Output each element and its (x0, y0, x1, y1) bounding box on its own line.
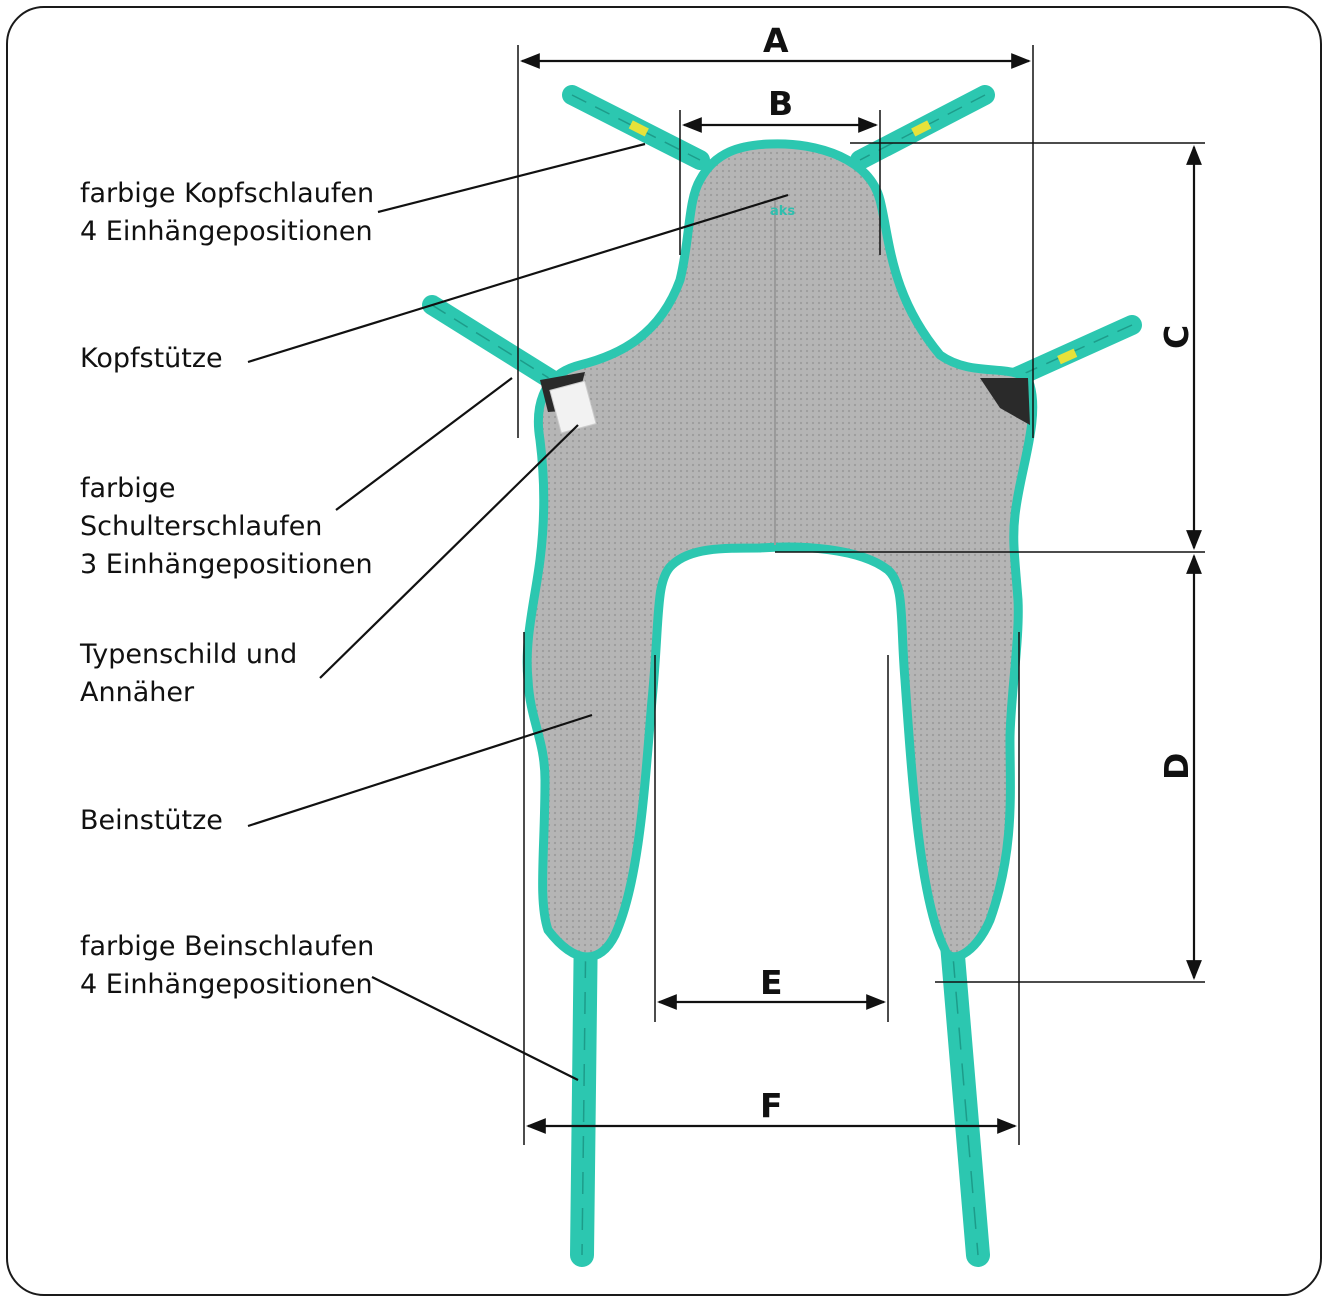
shoulder-loop-left (432, 305, 560, 385)
label-shoulder-loops: farbige Schulterschlaufen 3 Einhängeposi… (80, 470, 373, 584)
dimension-a-label: A (763, 21, 789, 60)
dimension-c-label: C (1157, 325, 1196, 349)
leader-head-loops (378, 144, 645, 212)
shoulder-loop-right (1010, 325, 1132, 380)
label-leg-support: Beinstütze (80, 802, 223, 840)
leader-leg-loops (372, 977, 578, 1080)
label-head-loops: farbige Kopfschlaufen 4 Einhängeposition… (80, 175, 374, 251)
label-type-label: Typenschild und Annäher (80, 636, 297, 712)
dimension-b-label: B (768, 84, 793, 123)
label-head-support: Kopfstütze (80, 340, 223, 378)
head-loop-right (860, 95, 985, 160)
dimension-e: E (655, 655, 888, 1022)
dimension-d-label: D (1157, 753, 1196, 780)
dimension-e-label: E (760, 963, 783, 1002)
brand-mark: aks (770, 204, 795, 219)
dimension-f-label: F (760, 1086, 783, 1125)
sling-body (527, 144, 1033, 957)
head-loop-left (572, 95, 700, 160)
label-leg-loops: farbige Beinschlaufen 4 Einhängeposition… (80, 928, 374, 1004)
leg-loop-left (582, 920, 586, 1255)
leg-loop-right (950, 920, 978, 1255)
